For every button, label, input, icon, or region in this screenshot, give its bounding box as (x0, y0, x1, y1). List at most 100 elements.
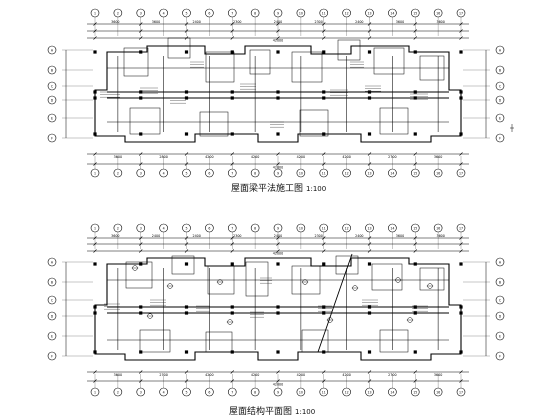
column (367, 96, 372, 100)
axis-bubble-label: 2 (117, 226, 119, 230)
axis-bubble (388, 387, 397, 397)
dimension-tick (459, 152, 463, 156)
axis-bubble (456, 8, 466, 18)
room-outline (205, 331, 233, 353)
dimension-tick (413, 22, 417, 26)
column (322, 350, 326, 354)
column (367, 50, 372, 54)
top-dimension-value: 2400 (192, 20, 200, 24)
axis-bubble (365, 168, 374, 178)
dimension-tick (276, 379, 280, 383)
column (139, 305, 143, 309)
axis-bubble (182, 387, 191, 397)
column (322, 132, 326, 136)
dimension-tick (367, 152, 372, 156)
column (276, 50, 280, 54)
dimension-tick (413, 162, 417, 166)
dimension-tick (413, 379, 417, 383)
axis-bubble (113, 8, 123, 18)
dimension-tick (184, 29, 189, 33)
dimension-tick (367, 249, 372, 253)
row-bubble-label: E (51, 116, 53, 120)
axis-bubble (227, 168, 237, 178)
dimension-tick (276, 249, 280, 253)
dimension-tick (367, 29, 372, 33)
axis-bubble-label: 10 (299, 171, 303, 175)
row-bubble (495, 81, 505, 91)
axis-bubble (273, 223, 283, 233)
dimension-tick (367, 379, 372, 383)
axis-bubble (433, 223, 443, 233)
column (276, 311, 280, 315)
row-bubble (495, 257, 505, 267)
dimension-tick (93, 236, 97, 240)
axis-bubble-label: 17 (459, 390, 463, 394)
column (276, 132, 280, 136)
axis-bubble-label: 11 (322, 390, 326, 394)
axis-bubble-label: 9 (277, 226, 279, 230)
row-bubble-label: C (51, 84, 54, 88)
axis-bubble-label: 3 (140, 390, 142, 394)
dimension-tick (139, 162, 143, 166)
bottom-dimension-value: 4200 (342, 155, 350, 159)
column (93, 50, 97, 54)
column (413, 305, 417, 309)
room-outline (371, 263, 403, 291)
room-outline (171, 255, 195, 275)
column (230, 132, 234, 136)
axis-bubble (136, 387, 146, 397)
dimension-tick (276, 152, 280, 156)
axis-bubble (433, 168, 443, 178)
dimension-tick (276, 370, 280, 374)
column (276, 90, 280, 94)
room-outline (207, 265, 235, 295)
axis-bubble-label: 5 (185, 171, 187, 175)
axis-bubble (342, 168, 351, 178)
axis-bubble (182, 223, 191, 233)
dimension-tick (230, 36, 234, 40)
row-bubble (47, 95, 57, 105)
dimension-tick (139, 22, 143, 26)
room-outline (379, 329, 409, 353)
room-outline (199, 111, 229, 137)
axis-bubble-label: 3 (140, 11, 142, 15)
axis-bubble-label: 1 (94, 390, 96, 394)
axis-bubble-label: 12 (345, 171, 349, 175)
axis-bubble (136, 223, 146, 233)
axis-bubble (319, 8, 329, 18)
dimension-tick (184, 162, 189, 166)
top-dimension-value: 2300 (314, 234, 322, 238)
building-outline (94, 257, 462, 361)
axis-bubble (159, 168, 168, 178)
row-bubble (47, 113, 57, 123)
axis-bubble-label: 16 (436, 11, 440, 15)
axis-bubble (388, 223, 397, 233)
axis-bubble-label: 12 (345, 11, 349, 15)
dimension-tick (230, 249, 234, 253)
row-bubble-label: D (51, 98, 54, 102)
row-bubble-label: C (51, 298, 54, 302)
room-outline (129, 107, 161, 135)
axis-bubble-label: 6 (208, 171, 210, 175)
axis-bubble (205, 223, 214, 233)
row-bubble-label: E (499, 334, 501, 338)
room-outline (125, 261, 153, 289)
column (459, 262, 463, 266)
axis-bubble-label: 2 (117, 171, 119, 175)
column (139, 96, 143, 100)
axis-bubble (227, 223, 237, 233)
column (367, 305, 372, 309)
axis-bubble (342, 387, 351, 397)
bottom-dimension-value: 3600 (114, 155, 122, 159)
dimension-tick (230, 162, 234, 166)
axis-bubble-label: 5 (185, 226, 187, 230)
dimension-tick (413, 242, 417, 246)
column (93, 96, 97, 100)
axis-bubble (410, 168, 420, 178)
row-bubble (47, 81, 57, 91)
bottom-dimension-value: 2800 (159, 155, 167, 159)
room-outline (249, 49, 271, 75)
column (276, 262, 280, 266)
column (93, 262, 97, 266)
dimension-tick (459, 36, 463, 40)
